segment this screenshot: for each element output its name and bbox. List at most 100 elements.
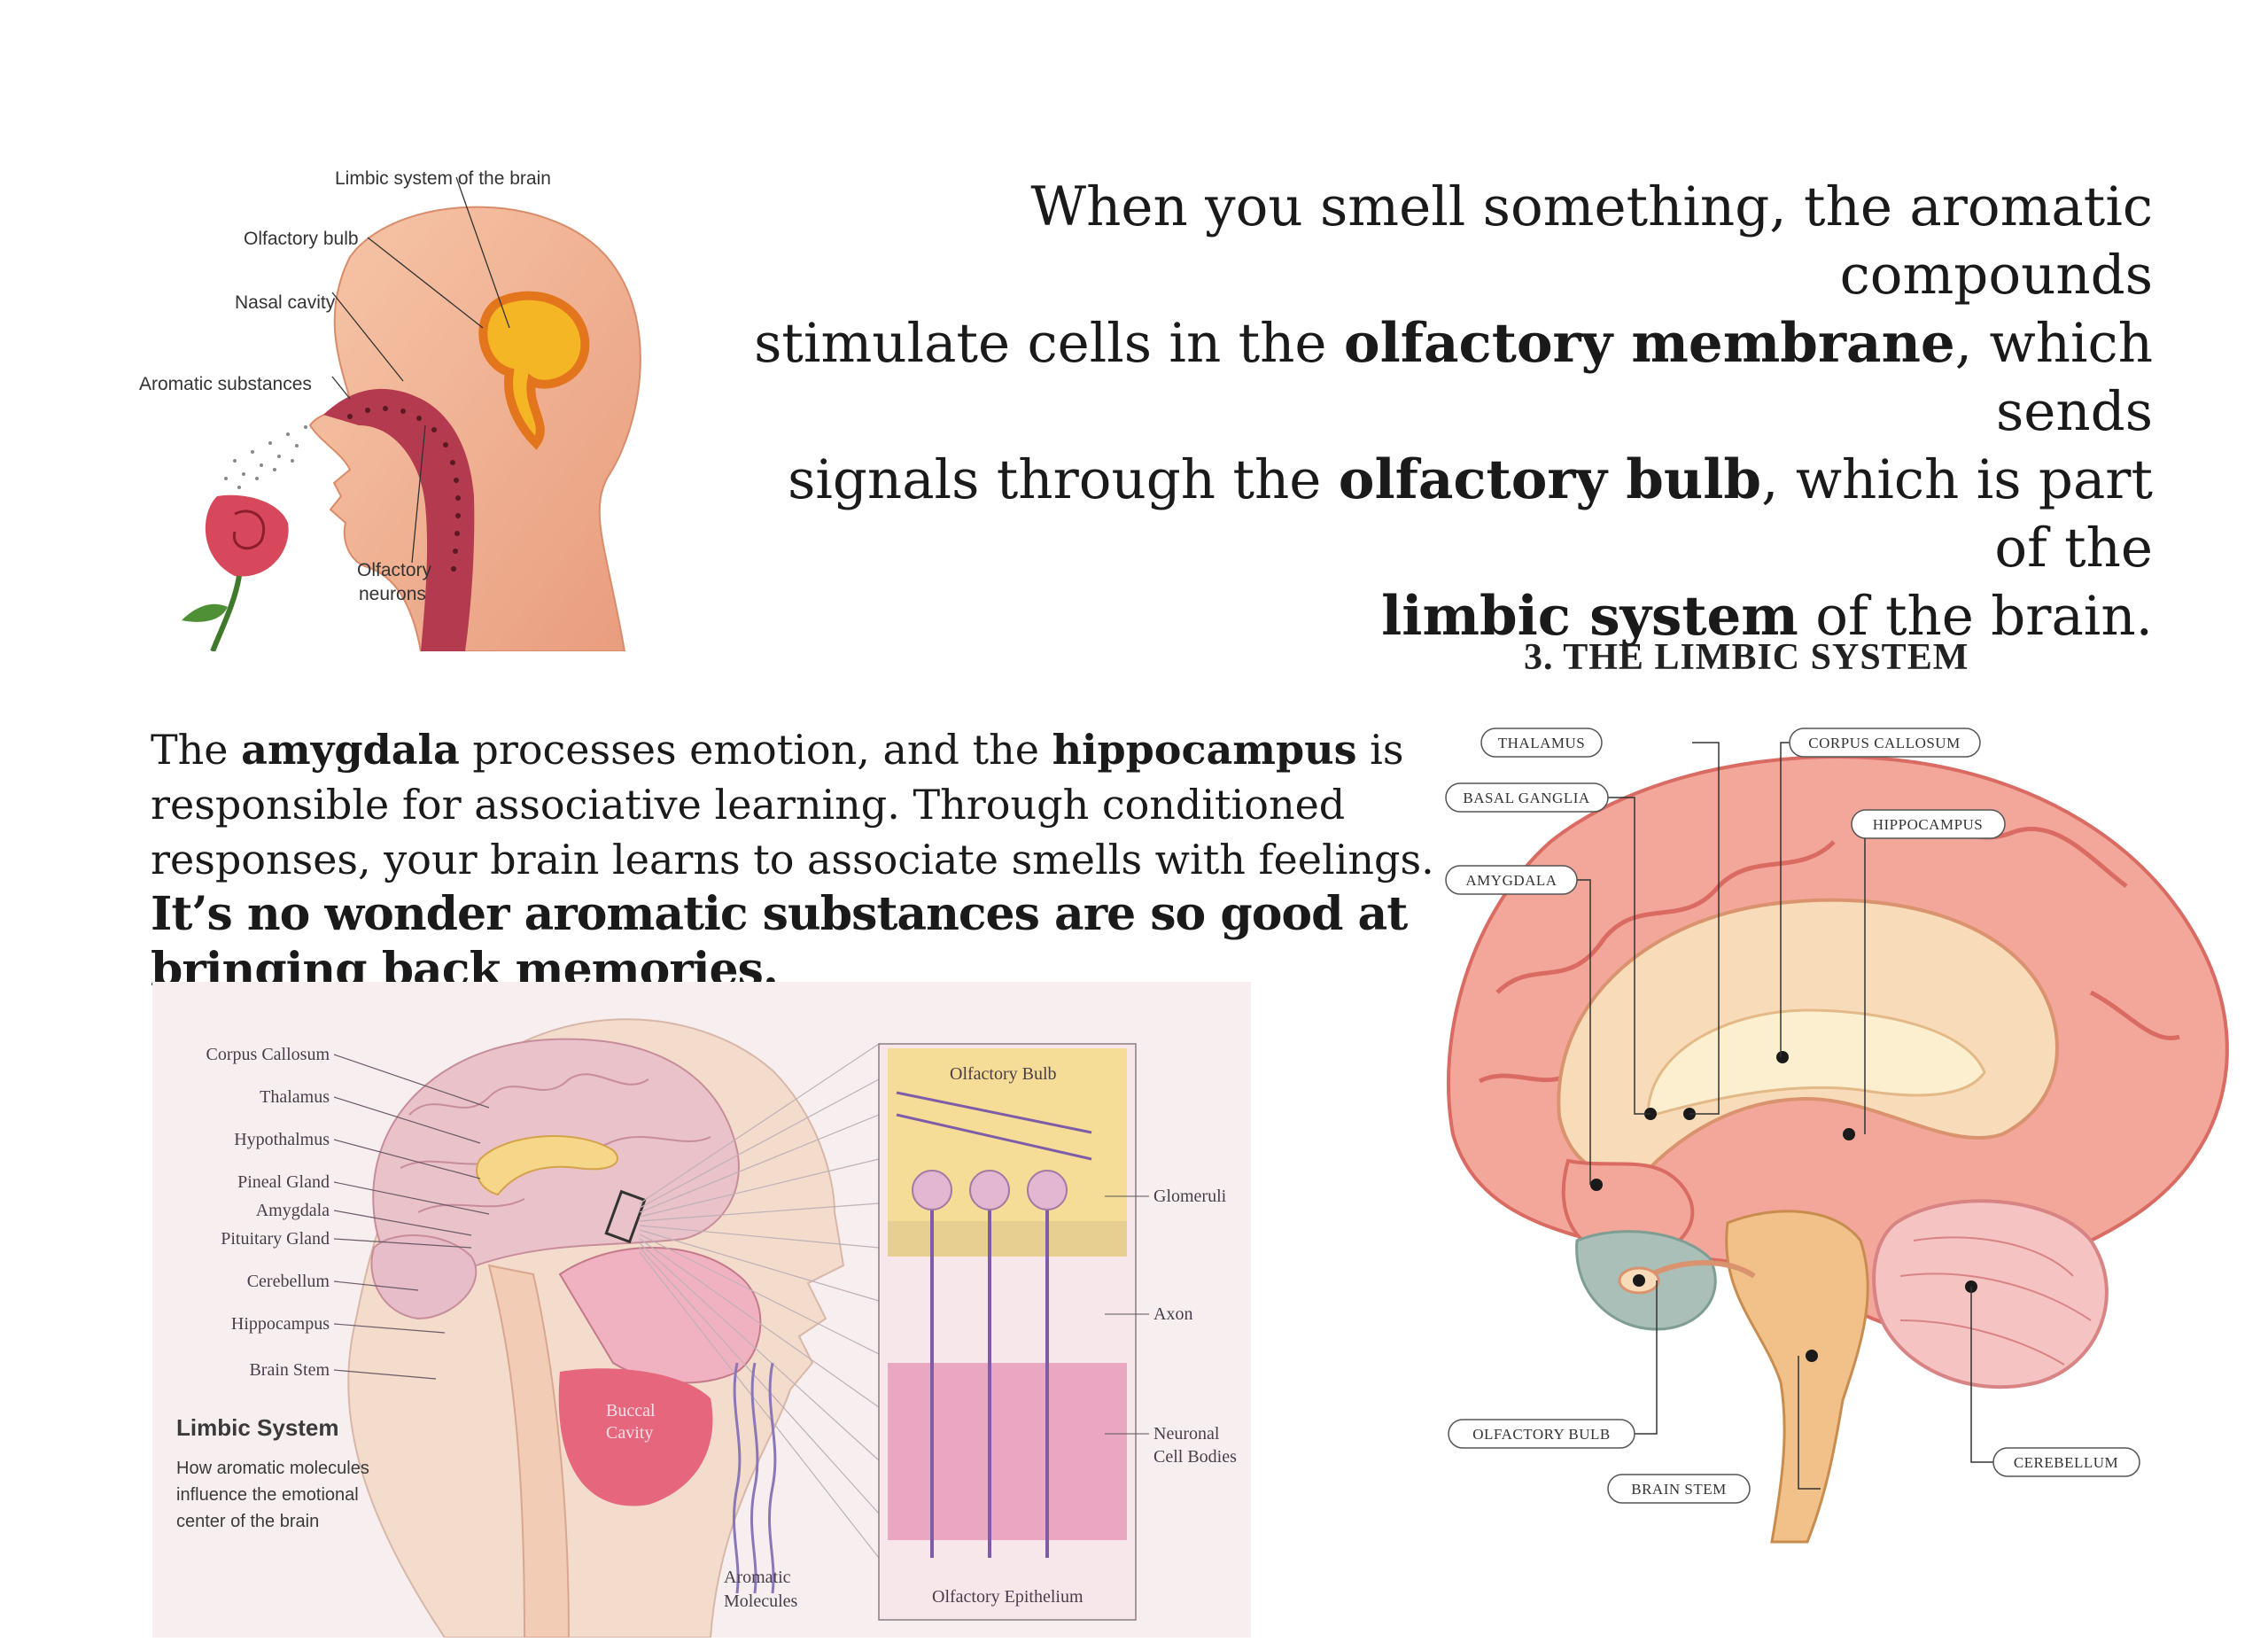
left-leader-line bbox=[333, 1369, 437, 1380]
fan-lines bbox=[639, 1043, 880, 1559]
right-leaders bbox=[1105, 1195, 1149, 1435]
caption-line-2: influence the emotional bbox=[176, 1485, 359, 1505]
para-conclusion: It’s no wonder aromatic substances are s… bbox=[151, 887, 1408, 997]
label-olfactory-bulb: Olfactory bulb bbox=[244, 229, 359, 249]
intro-text: , which sends bbox=[1954, 312, 2153, 443]
label-olfactory-neurons-2: neurons bbox=[359, 584, 426, 604]
label-olfactory-neurons-1: Olfactory bbox=[357, 560, 432, 580]
pill-corpus-callosum bbox=[1789, 728, 1981, 758]
aromatic-molecules-2: Molecules bbox=[724, 1592, 798, 1611]
inset-glomeruli bbox=[912, 1170, 1068, 1210]
inset-cribriform bbox=[888, 1221, 1127, 1257]
caption-line-3: center of the brain bbox=[176, 1512, 319, 1531]
focus-marker bbox=[604, 1189, 647, 1244]
pill-olfactory-bulb bbox=[1448, 1419, 1635, 1449]
aroma-particles bbox=[224, 425, 307, 489]
para-text: The bbox=[151, 726, 242, 774]
aromatic-molecules-1: Aromatic bbox=[724, 1568, 791, 1587]
limbic-brain-diagram: THALAMUS CORPUS CALLOSUM BASAL GANGLIA H… bbox=[1445, 728, 2229, 1544]
label-glomeruli: Glomeruli bbox=[1153, 1187, 1227, 1206]
label-basal-ganglia: BASAL GANGLIA bbox=[1463, 790, 1590, 806]
brain-stem-region bbox=[1725, 1210, 1869, 1544]
pill-amygdala bbox=[1445, 865, 1578, 895]
cerebellum-region bbox=[1872, 1199, 2109, 1389]
intro-text: , which is part of the bbox=[1761, 448, 2153, 580]
left-leader-line bbox=[333, 1210, 472, 1236]
para-text: processes emotion, and the bbox=[459, 726, 1052, 774]
pill-basal-ganglia bbox=[1445, 782, 1609, 813]
label-hippocampus: HIPPOCAMPUS bbox=[1873, 816, 1984, 833]
brain-labels: THALAMUS CORPUS CALLOSUM BASAL GANGLIA H… bbox=[1445, 728, 2140, 1504]
left-label-corpus-callosum: Corpus Callosum bbox=[206, 1045, 330, 1064]
inset-title: Olfactory Bulb bbox=[950, 1064, 1057, 1084]
brain-title: 3. THE LIMBIC SYSTEM bbox=[1524, 637, 1969, 678]
intro-text: of the brain. bbox=[1798, 585, 2153, 648]
term-limbic-system: limbic system bbox=[1381, 585, 1798, 648]
left-label-hippocampus: Hippocampus bbox=[231, 1314, 330, 1334]
left-leader-line bbox=[333, 1323, 446, 1334]
caption-line-1: How aromatic molecules bbox=[176, 1459, 369, 1478]
limbic-region bbox=[478, 291, 590, 450]
brain-stem bbox=[487, 1264, 571, 1638]
left-label-pineal-gland: Pineal Gland bbox=[237, 1172, 330, 1192]
aromatic-waves bbox=[732, 1362, 777, 1594]
leader-lines bbox=[331, 176, 510, 564]
left-leader-line bbox=[333, 1096, 481, 1144]
label-aromatic-substances: Aromatic substances bbox=[139, 374, 312, 394]
label-brain-stem: BRAIN STEM bbox=[1631, 1481, 1726, 1498]
intro-text: When you smell something, the aromatic c… bbox=[1030, 175, 2153, 307]
limbic-olfactory-diagram: Buccal Cavity Aromatic Molecules Olfacto… bbox=[152, 982, 1251, 1638]
term-olfactory-bulb: olfactory bulb bbox=[1338, 448, 1762, 511]
intro-line-2: stimulate cells in the olfactory membran… bbox=[726, 309, 2153, 446]
olfactory-dots bbox=[347, 406, 461, 572]
buccal-cavity bbox=[558, 1368, 713, 1506]
label-cerebellum: CEREBELLUM bbox=[2014, 1454, 2118, 1471]
label-amygdala: AMYGDALA bbox=[1465, 872, 1557, 889]
left-label-hypothalmus: Hypothalmus bbox=[234, 1130, 330, 1149]
intro-paragraph: When you smell something, the aromatic c… bbox=[726, 173, 2153, 650]
caption-title: Limbic System bbox=[176, 1414, 339, 1441]
intro-line-1: When you smell something, the aromatic c… bbox=[726, 173, 2153, 309]
term-olfactory-membrane: olfactory membrane bbox=[1343, 312, 1955, 375]
buccal-label-2: Cavity bbox=[606, 1423, 653, 1443]
intro-text: stimulate cells in the bbox=[754, 312, 1344, 375]
olfactory-tract bbox=[1646, 1260, 1756, 1279]
left-leader-line bbox=[333, 1054, 490, 1109]
left-leader-line bbox=[333, 1238, 472, 1249]
pill-brain-stem bbox=[1607, 1474, 1751, 1504]
para-text: is responsible for associative learning.… bbox=[151, 726, 1434, 883]
intro-text: signals through the bbox=[788, 448, 1339, 511]
left-label-brain-stem: Brain Stem bbox=[249, 1360, 330, 1380]
thalamus-region bbox=[1646, 1008, 1986, 1118]
label-corpus-callosum: CORPUS CALLOSUM bbox=[1808, 735, 1960, 751]
label-neuronal-1: Neuronal bbox=[1153, 1424, 1220, 1444]
inset-bottom-label: Olfactory Epithelium bbox=[932, 1587, 1084, 1607]
label-neuronal-2: Cell Bodies bbox=[1153, 1447, 1237, 1467]
left-label-pituitary-gland: Pituitary Gland bbox=[221, 1229, 330, 1249]
corpus-callosum bbox=[476, 1134, 619, 1196]
pill-hippocampus bbox=[1851, 809, 2006, 839]
left-label-thalamus: Thalamus bbox=[260, 1087, 330, 1107]
amygdala-paragraph: The amygdala processes emotion, and the … bbox=[151, 722, 1471, 999]
pill-thalamus bbox=[1480, 728, 1603, 758]
left-leader-line bbox=[333, 1139, 481, 1179]
inset-epithelium bbox=[888, 1363, 1127, 1540]
label-olfactory-bulb: OLFACTORY BULB bbox=[1472, 1426, 1610, 1443]
intro-line-4: limbic system of the brain. bbox=[726, 582, 2153, 650]
intro-line-3: signals through the olfactory bulb, whic… bbox=[726, 446, 2153, 582]
left-labels: Corpus CallosumThalamusHypothalmusPineal… bbox=[206, 1045, 490, 1380]
head-smell-diagram: Limbic system of the brain Olfactory bul… bbox=[139, 168, 641, 651]
left-label-amygdala: Amygdala bbox=[256, 1201, 330, 1220]
rose-flower bbox=[205, 494, 289, 577]
rose-stem bbox=[210, 575, 242, 651]
cerebellum bbox=[370, 1234, 478, 1320]
term-amygdala: amygdala bbox=[241, 726, 460, 774]
term-hippocampus: hippocampus bbox=[1052, 726, 1357, 774]
inset-axons bbox=[896, 1091, 1092, 1558]
buccal-label-1: Buccal bbox=[606, 1401, 656, 1420]
label-thalamus: THALAMUS bbox=[1498, 735, 1585, 751]
left-leader-line bbox=[333, 1181, 490, 1215]
label-axon: Axon bbox=[1153, 1304, 1192, 1324]
nasal-passage bbox=[323, 388, 475, 651]
pill-cerebellum bbox=[1992, 1447, 2140, 1477]
